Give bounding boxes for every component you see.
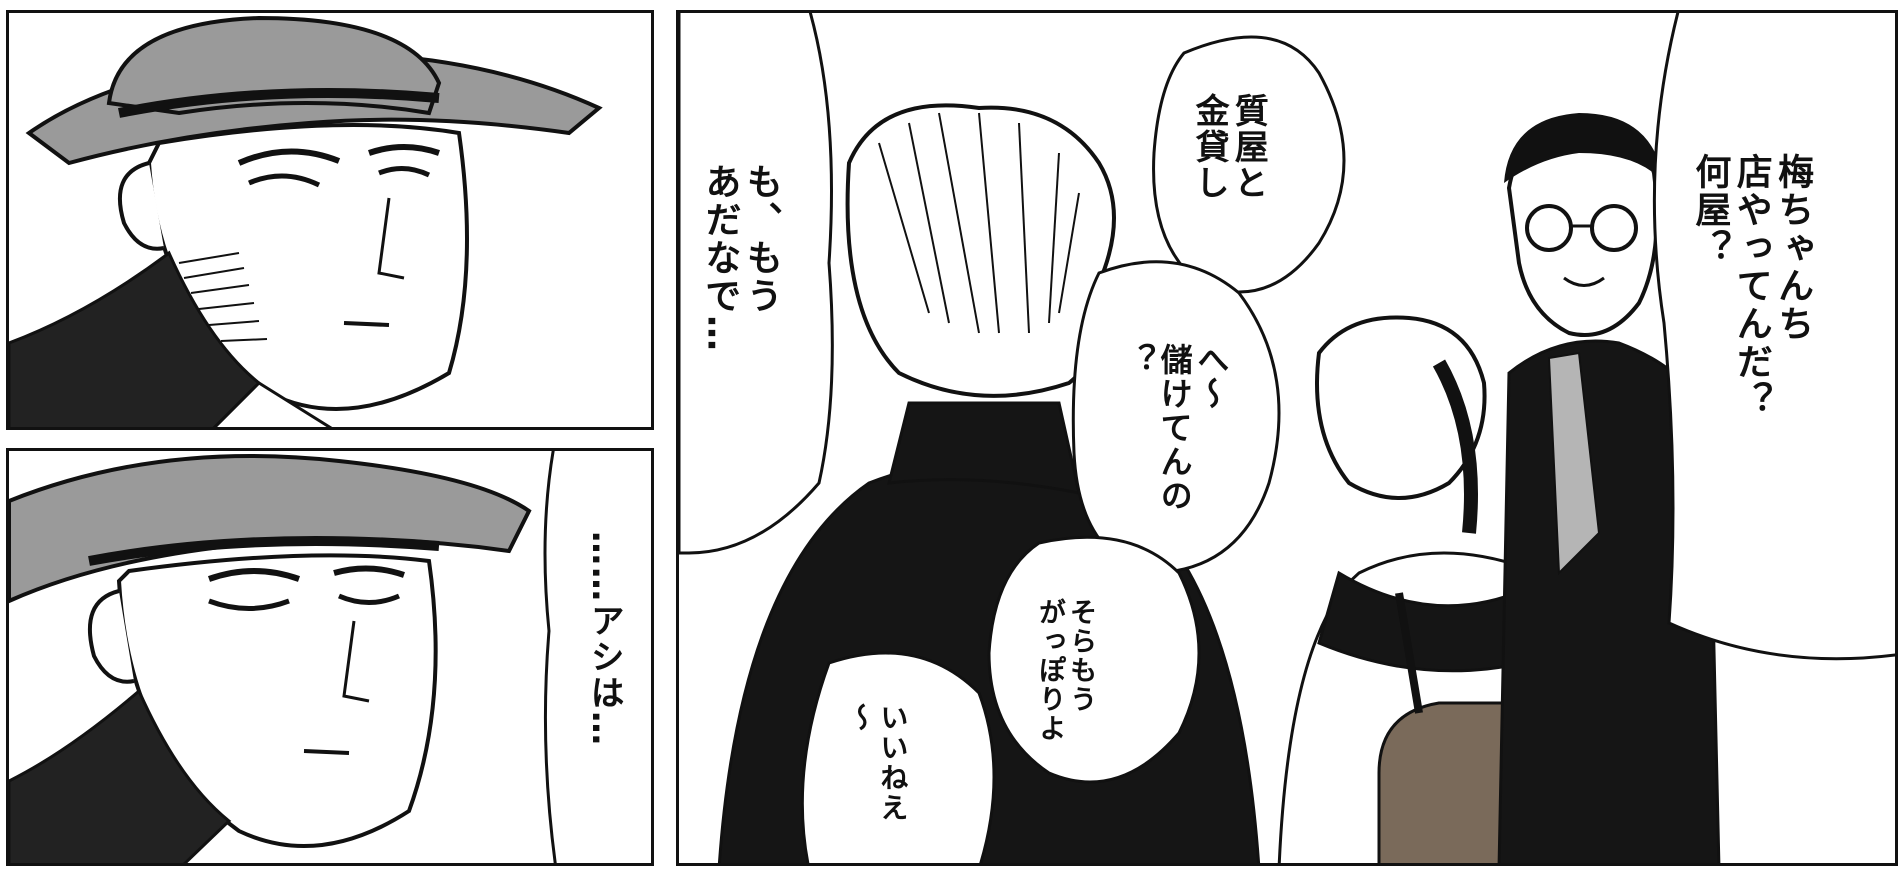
glasses-boy-vest [1547,351,1601,576]
nose [342,620,370,703]
speech-text-glasses-boy: 梅ちゃんち 店やってんだ？ 何屋？ [1689,153,1814,419]
nose [377,197,405,280]
speech-text-ashi: ……アシは… [584,531,625,747]
speech-text-center-top: 質屋と 金貸し [1189,93,1269,201]
blond-boy-hair [845,103,1116,398]
coat-collar [9,688,232,863]
speech-bubble-center-top [1152,35,1346,294]
eye-left [248,173,321,188]
speech-bubble-ashi [543,451,651,863]
glasses-lens-right [1590,204,1638,252]
manga-panel-right: 梅ちゃんち 店やってんだ？ 何屋？ 質屋と 金貸し も、もう あだなで… へ〜 … [676,10,1898,866]
coat-collar [9,250,262,427]
students-conversation-art [679,13,1895,863]
brow-left [207,568,301,582]
hat-brim [9,454,532,604]
eye-right-closed [338,593,400,605]
speech-bubble-glasses-boy [1652,13,1895,661]
glasses-boy-smile [1563,276,1605,287]
ear [117,161,165,251]
speech-text-bottom: いいねえ 〜 [844,703,910,823]
shirt [212,381,333,427]
speech-text-middle: へ〜 儲けてんの ？ [1118,343,1231,513]
girl-braid [1432,359,1478,534]
speech-bubble-left-tall [679,13,834,555]
hat-band [118,88,440,118]
speech-text-lower-center: そらもう がっぽりよ [1034,598,1097,743]
brow-right [368,144,440,156]
man-in-hat-eyes-closed-art [9,451,651,863]
speech-bubble-lower-center [987,535,1201,784]
ear [87,589,135,684]
speech-bubble-middle [1071,260,1281,575]
manga-panel-bottom-left: ……アシは… [6,448,654,866]
blond-boy-collar [887,401,1081,495]
neck-shading [178,252,268,342]
eye-left-closed [208,598,290,611]
brow-left [237,148,341,166]
glasses-boy-hair [1504,113,1664,183]
glasses-lens-left [1525,204,1573,252]
hair-strands [878,112,1080,334]
bag-strap [1395,592,1423,714]
speech-text-left-tall: も、もう あだなで… [699,163,782,353]
mouth [343,321,390,327]
brow-right [333,565,405,578]
mouth [303,749,350,755]
man-in-hat-art [9,15,603,427]
eye-right [378,166,431,178]
manga-panel-top-left [6,10,654,430]
hat-band [88,536,440,566]
speech-bubble-bottom [800,651,996,863]
